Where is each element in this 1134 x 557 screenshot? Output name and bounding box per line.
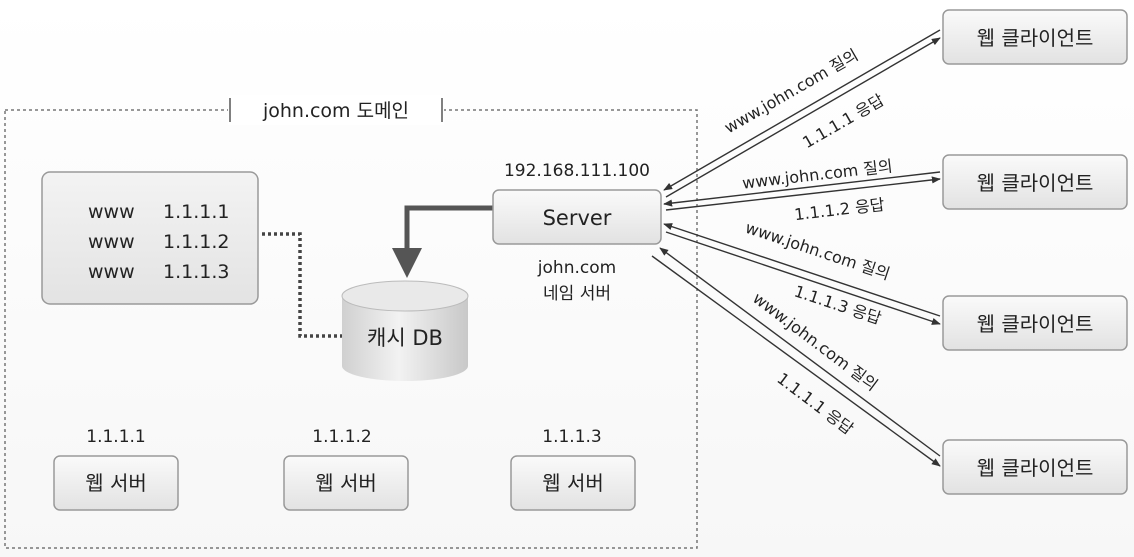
client-1-query-arrow [663, 29, 941, 191]
server-caption-line2: 네임 서버 [543, 284, 611, 304]
client-3-query-arrow [663, 223, 941, 317]
record-ip-2: 1.1.1.2 [163, 231, 229, 253]
dns-record-box [41, 171, 259, 305]
server-caption-line1: john.com [537, 258, 616, 278]
web-client-box-4 [942, 439, 1128, 495]
client-2-arrows [663, 171, 941, 211]
client-1-answer-arrow [665, 37, 941, 198]
web-server-ip-3: 1.1.1.3 [542, 427, 601, 447]
web-server-label-2: 웹 서버 [315, 471, 377, 495]
record-ip-1: 1.1.1.1 [163, 201, 229, 223]
server-to-cache-arrow [392, 205, 493, 278]
records-to-cache-connector [262, 232, 342, 338]
web-client-label-1: 웹 클라이언트 [977, 26, 1094, 50]
client-3-arrows [663, 223, 941, 325]
client-4-answer-arrow [651, 255, 941, 467]
client-3-answer-arrow [665, 231, 941, 325]
web-server-box-2 [283, 455, 409, 511]
web-client-label-4: 웹 클라이언트 [977, 456, 1094, 480]
web-client-box-3 [942, 295, 1128, 351]
client-1-arrows [663, 29, 941, 198]
web-server-ip-1: 1.1.1.1 [86, 427, 145, 447]
web-server-label-3: 웹 서버 [542, 471, 604, 495]
client-3-query-label: www.john.com 질의 [743, 218, 892, 284]
client-4-answer-label: 1.1.1.1 응답 [773, 369, 857, 439]
web-client-label-2: 웹 클라이언트 [977, 171, 1094, 195]
client-2-answer-label: 1.1.1.2 응답 [793, 195, 885, 224]
domain-title-bg [228, 95, 444, 125]
client-1-answer-label: 1.1.1.1 응답 [799, 90, 887, 152]
web-client-box-2 [942, 154, 1128, 210]
record-host-3: www [88, 261, 135, 283]
domain-boundary [4, 109, 698, 549]
record-host-2: www [88, 231, 135, 253]
cache-db-label: 캐시 DB [367, 326, 443, 350]
record-ip-3: 1.1.1.3 [163, 261, 229, 283]
client-2-answer-arrow [665, 176, 941, 211]
web-server-box-3 [510, 455, 636, 511]
web-server-ip-2: 1.1.1.2 [312, 427, 371, 447]
server-label: Server [543, 206, 612, 230]
client-3-answer-label: 1.1.1.3 응답 [792, 281, 884, 328]
client-4-arrows [651, 247, 941, 467]
web-client-label-3: 웹 클라이언트 [977, 312, 1094, 336]
client-2-query-arrow [663, 171, 941, 207]
web-client-box-1 [942, 9, 1128, 65]
cache-db-cylinder [341, 280, 469, 381]
web-server-label-1: 웹 서버 [85, 471, 147, 495]
domain-title: john.com 도메인 [262, 100, 409, 122]
server-box [492, 189, 662, 245]
web-server-box-1 [53, 455, 179, 511]
record-host-1: www [88, 201, 135, 223]
server-ip: 192.168.111.100 [504, 161, 650, 181]
client-4-query-arrow [659, 247, 941, 457]
